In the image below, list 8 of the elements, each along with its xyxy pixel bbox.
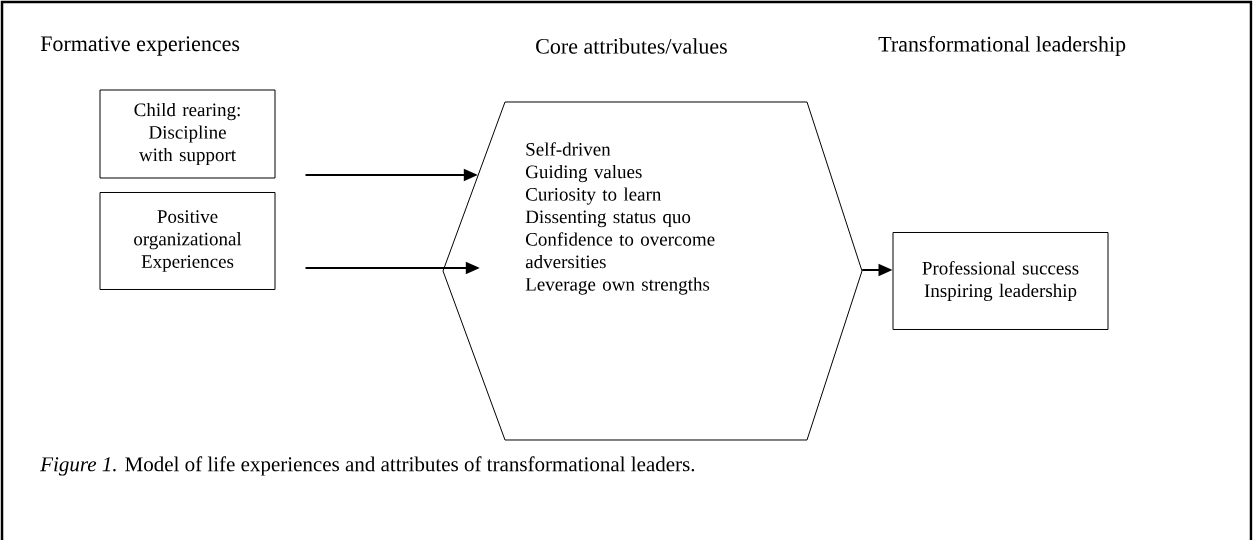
text-box: Professional success Inspiring leadership xyxy=(892,232,1109,330)
hexagon: Self-driven Guiding values Curiosity to learn Dissenting status quo Confidence to overcome adversities Leverage own strengths xyxy=(442,101,863,441)
column-heading: Transformational leadership xyxy=(878,35,1126,57)
text-box: Positive organizational Experiences xyxy=(99,192,276,290)
text-box: Child rearing: Discipline with support xyxy=(99,89,276,179)
column-heading: Core attributes/values xyxy=(536,38,727,54)
column-heading: Formative experiences xyxy=(40,36,240,56)
figure-caption: Figure 1. Model of life experiences and attributes of transformational leaders. xyxy=(40,456,695,476)
